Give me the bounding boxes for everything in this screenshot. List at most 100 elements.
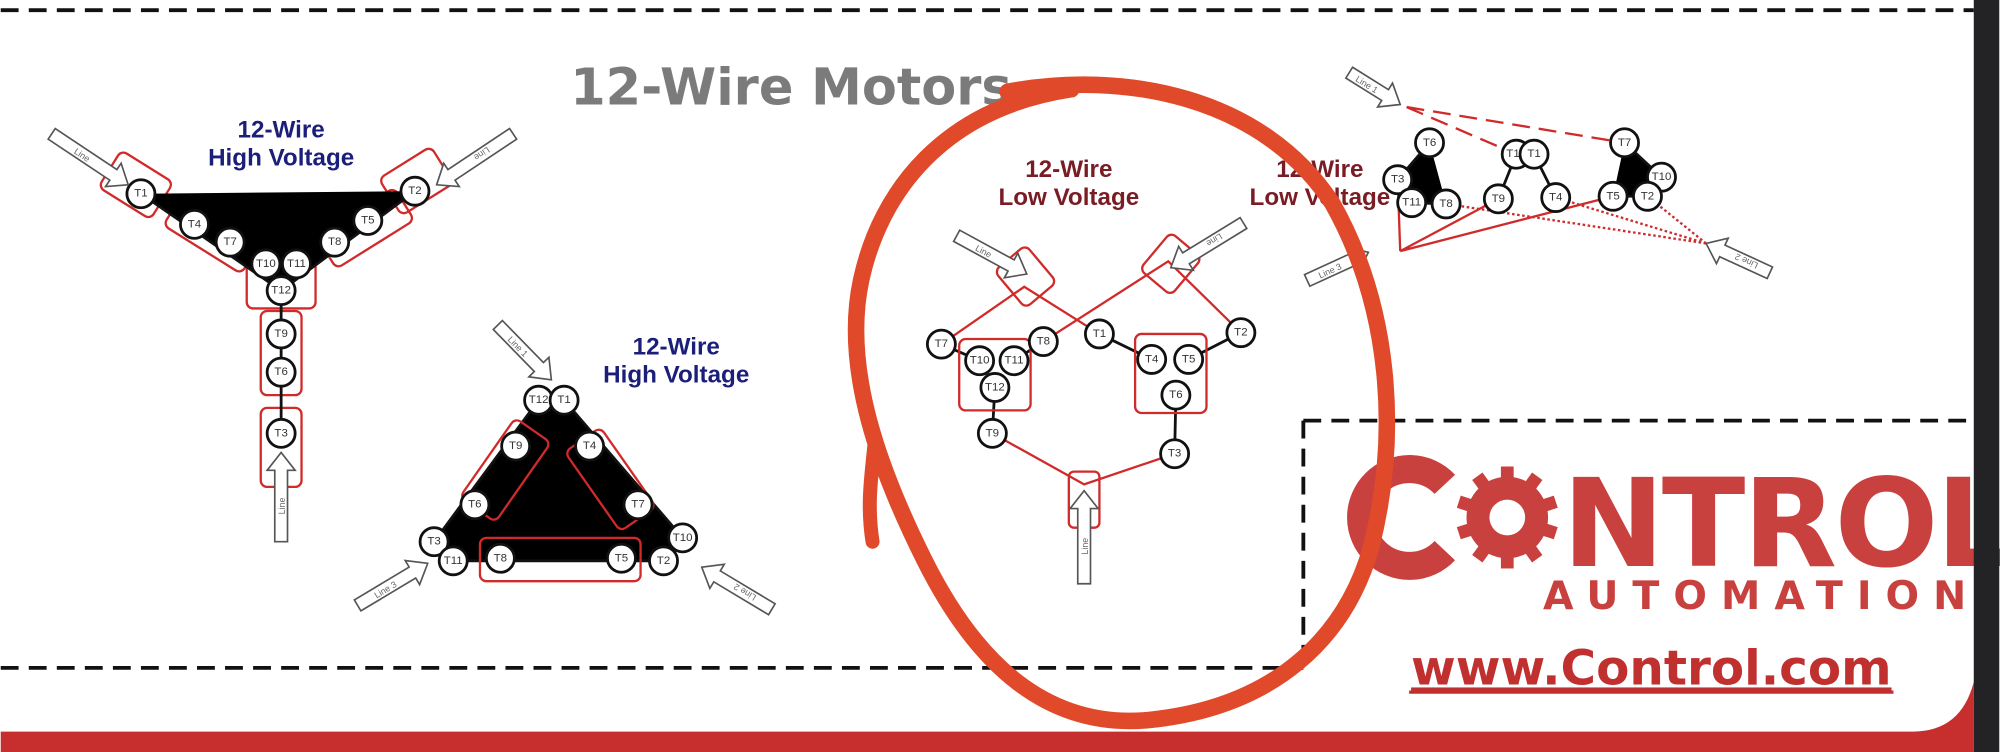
svg-text:T1: T1 bbox=[557, 394, 570, 406]
terminal-t11: T11 bbox=[281, 248, 312, 280]
terminal-t7: T7 bbox=[1609, 127, 1640, 159]
svg-text:T4: T4 bbox=[1145, 353, 1159, 365]
line-arrow-icon: Line bbox=[265, 451, 297, 543]
svg-text:T5: T5 bbox=[361, 215, 374, 227]
terminal-t9: T9 bbox=[265, 318, 297, 350]
svg-text:T10: T10 bbox=[673, 532, 693, 544]
annotation-circle bbox=[847, 76, 1396, 730]
terminal-t2: T2 bbox=[1225, 317, 1257, 349]
page-heading: 12-Wire Motors bbox=[570, 59, 1012, 118]
terminal-t4: T4 bbox=[1136, 344, 1168, 375]
svg-text:T3: T3 bbox=[1168, 448, 1181, 460]
svg-text:T7: T7 bbox=[1618, 137, 1631, 149]
terminal-t4: T4 bbox=[179, 208, 210, 240]
terminal-t3: T3 bbox=[265, 417, 297, 449]
terminal-t11: T11 bbox=[998, 345, 1030, 377]
terminal-t3: T3 bbox=[418, 526, 450, 558]
svg-text:T11: T11 bbox=[444, 555, 463, 567]
svg-text:T9: T9 bbox=[986, 427, 999, 439]
svg-text:T1: T1 bbox=[134, 188, 147, 200]
svg-text:T10: T10 bbox=[256, 258, 276, 270]
svg-text:T7: T7 bbox=[631, 499, 644, 511]
line-arrow-icon: Line bbox=[952, 229, 1028, 279]
terminal-t2: T2 bbox=[399, 175, 431, 207]
terminal-t5: T5 bbox=[1597, 180, 1629, 212]
terminal-t6: T6 bbox=[459, 489, 491, 521]
svg-text:T5: T5 bbox=[615, 552, 628, 564]
svg-text:T6: T6 bbox=[1169, 389, 1182, 401]
terminal-t9: T9 bbox=[1482, 183, 1514, 215]
terminal-t10: T10 bbox=[964, 345, 996, 377]
svg-text:T2: T2 bbox=[408, 185, 421, 197]
terminal-t5: T5 bbox=[606, 542, 637, 574]
delta-high-title-1: 12-Wire bbox=[633, 333, 720, 360]
svg-text:T1: T1 bbox=[1527, 148, 1540, 160]
svg-text:T2: T2 bbox=[1234, 327, 1247, 339]
svg-text:T12: T12 bbox=[529, 394, 549, 406]
terminal-t4: T4 bbox=[574, 430, 606, 462]
svg-text:T7: T7 bbox=[223, 236, 236, 248]
terminal-t8: T8 bbox=[1430, 188, 1462, 220]
logo-sub-text: AUTOMATION bbox=[1543, 573, 1980, 619]
logo-c bbox=[1347, 455, 1456, 580]
terminal-t6: T6 bbox=[265, 356, 297, 388]
line-label: Line bbox=[277, 498, 287, 515]
terminal-t10: T10 bbox=[667, 522, 699, 554]
svg-text:T6: T6 bbox=[1423, 137, 1436, 149]
line-arrow-icon: Line bbox=[47, 127, 130, 188]
terminal-t12: T12 bbox=[979, 372, 1011, 403]
line-arrow-icon: Line 2 bbox=[1704, 236, 1774, 280]
wye-low-title-2: Low Voltage bbox=[998, 184, 1139, 211]
svg-text:T3: T3 bbox=[1391, 174, 1404, 186]
wye-high-title-2: High Voltage bbox=[208, 145, 354, 172]
svg-text:T6: T6 bbox=[274, 366, 287, 378]
svg-text:T8: T8 bbox=[494, 552, 507, 564]
terminal-t6: T6 bbox=[1160, 379, 1192, 411]
svg-text:T9: T9 bbox=[274, 328, 287, 340]
terminal-t11: T11 bbox=[437, 545, 469, 577]
svg-text:T9: T9 bbox=[509, 440, 522, 452]
terminal-t5: T5 bbox=[352, 205, 384, 236]
terminal-t11: T11 bbox=[1396, 187, 1428, 219]
svg-text:T4: T4 bbox=[188, 218, 202, 230]
line-arrow-icon: Line bbox=[1169, 216, 1248, 272]
svg-text:T3: T3 bbox=[427, 536, 440, 548]
right-edge-strip bbox=[1973, 0, 2000, 752]
svg-text:T4: T4 bbox=[1549, 192, 1563, 204]
svg-text:T8: T8 bbox=[1037, 336, 1050, 348]
terminal-t1: T1 bbox=[1083, 318, 1115, 350]
terminal-t12: T12 bbox=[523, 384, 555, 416]
svg-text:T10: T10 bbox=[970, 355, 990, 367]
svg-text:T5: T5 bbox=[1182, 353, 1195, 365]
svg-text:T8: T8 bbox=[328, 236, 341, 248]
terminal-t10: T10 bbox=[250, 248, 282, 280]
svg-text:T12: T12 bbox=[985, 381, 1005, 393]
svg-text:T2: T2 bbox=[657, 555, 670, 567]
wye-low-title-1: 12-Wire bbox=[1025, 156, 1112, 183]
terminal-t7: T7 bbox=[925, 328, 957, 360]
logo-brand-text: NTROL bbox=[1562, 452, 2000, 595]
line-arrow-icon: Line 2 bbox=[700, 563, 777, 616]
svg-text:T3: T3 bbox=[274, 427, 287, 439]
wye-high-title-1: 12-Wire bbox=[238, 117, 325, 144]
delta-high-title-2: High Voltage bbox=[603, 361, 749, 388]
terminal-t8: T8 bbox=[319, 226, 351, 258]
terminal-t8: T8 bbox=[1027, 326, 1059, 358]
terminal-t7: T7 bbox=[622, 489, 654, 521]
svg-text:T12: T12 bbox=[271, 285, 291, 297]
svg-text:T9: T9 bbox=[1492, 193, 1505, 205]
svg-text:T1: T1 bbox=[1093, 328, 1106, 340]
terminal-t9: T9 bbox=[500, 430, 532, 462]
website-link[interactable]: www.Control.com bbox=[1411, 640, 1891, 696]
svg-text:T10: T10 bbox=[1652, 171, 1672, 183]
line-arrow-icon: Line 1 bbox=[492, 319, 553, 381]
dashed-borders bbox=[0, 8, 1974, 670]
terminal-t7: T7 bbox=[214, 226, 246, 258]
gear-icon bbox=[1456, 466, 1558, 569]
terminal-t2: T2 bbox=[648, 545, 679, 577]
svg-text:T5: T5 bbox=[1606, 190, 1619, 202]
svg-text:T4: T4 bbox=[583, 440, 597, 452]
svg-text:T11: T11 bbox=[287, 258, 306, 270]
